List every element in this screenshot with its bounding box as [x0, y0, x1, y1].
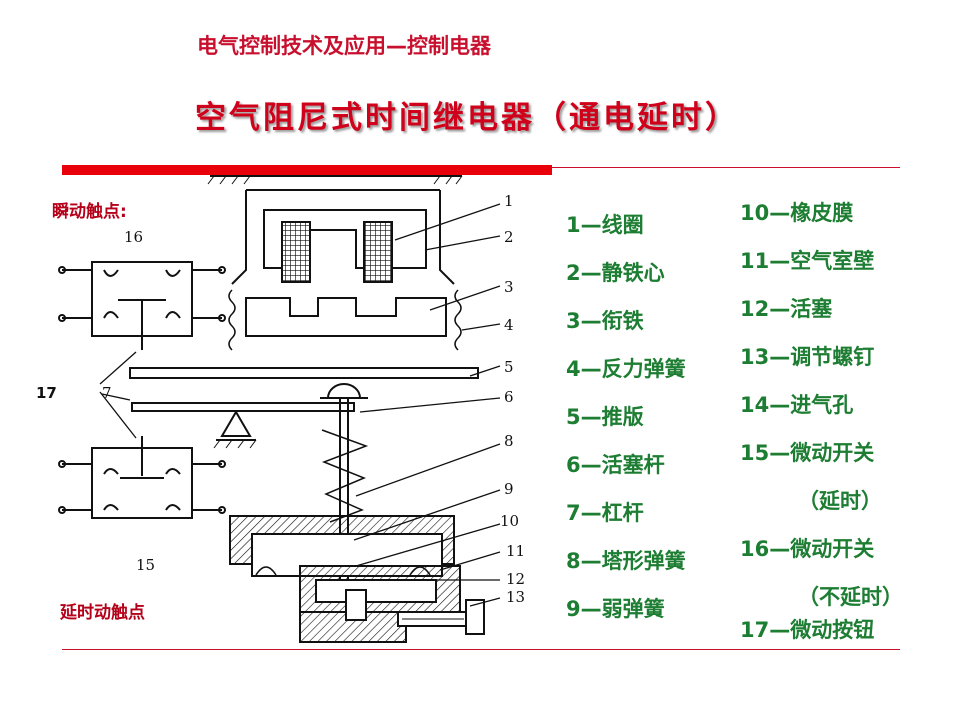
legend-item: 14—进气孔 [740, 393, 854, 417]
callout-6: 6 [504, 388, 514, 406]
accent-bar [62, 165, 552, 175]
legend-item: 6—活塞杆 [566, 453, 665, 477]
top-rule [552, 167, 900, 168]
bottom-rule [62, 649, 900, 650]
callout-11: 11 [506, 542, 525, 560]
callout-9: 9 [504, 480, 514, 498]
callout-10: 10 [500, 512, 519, 530]
callout-numbers: 1 2 3 4 5 6 7 8 9 10 11 12 13 15 16 17 [36, 192, 525, 606]
callout-16: 16 [124, 228, 143, 246]
legend-item: 3—衔铁 [566, 309, 644, 333]
legend-item: 4—反力弹簧 [566, 357, 686, 381]
air-chamber [229, 515, 485, 643]
slide-title: 空气阻尼式时间继电器（通电延时） [195, 100, 739, 136]
callout-12: 12 [506, 570, 525, 588]
callout-leaders [99, 203, 501, 607]
callout-15: 15 [136, 556, 155, 574]
delayed-contacts-label: 延时动触点 [60, 603, 145, 623]
callout-8: 8 [504, 432, 514, 450]
legend-item: 7—杠杆 [566, 501, 644, 525]
legend-item: 13—调节螺钉 [740, 345, 875, 369]
instant-microswitch [58, 261, 226, 350]
legend-item: 5—推版 [566, 405, 644, 429]
callout-17: 17 [36, 384, 57, 402]
callout-2: 2 [504, 228, 514, 246]
legend-item: 1—线圈 [566, 213, 644, 237]
legend-item: 15—微动开关 [740, 441, 875, 465]
legend-item: 2—静铁心 [566, 261, 665, 285]
legend-item: 16—微动开关 [740, 537, 875, 561]
legend-item: 17—微动按钮 [740, 618, 875, 642]
callout-4: 4 [504, 316, 514, 334]
legend-item-note: （延时） [798, 489, 882, 513]
legend-item: 9—弱弹簧 [566, 597, 665, 621]
lever-and-rod [131, 383, 369, 590]
callout-3: 3 [504, 278, 514, 296]
callout-7: 7 [102, 384, 112, 402]
legend-item-note: （不延时） [798, 585, 903, 609]
callout-1: 1 [504, 192, 514, 210]
callout-13: 13 [506, 588, 525, 606]
legend-item: 11—空气室壁 [740, 249, 875, 273]
instant-contacts-label: 瞬动触点: [52, 202, 127, 222]
legend-item: 10—橡皮膜 [740, 201, 854, 225]
delayed-microswitch [58, 436, 226, 519]
legend-item: 12—活塞 [740, 297, 833, 321]
callout-5: 5 [504, 358, 514, 376]
slide-supertitle: 电气控制技术及应用—控制电器 [197, 34, 491, 58]
legend-item: 8—塔形弹簧 [566, 549, 686, 573]
